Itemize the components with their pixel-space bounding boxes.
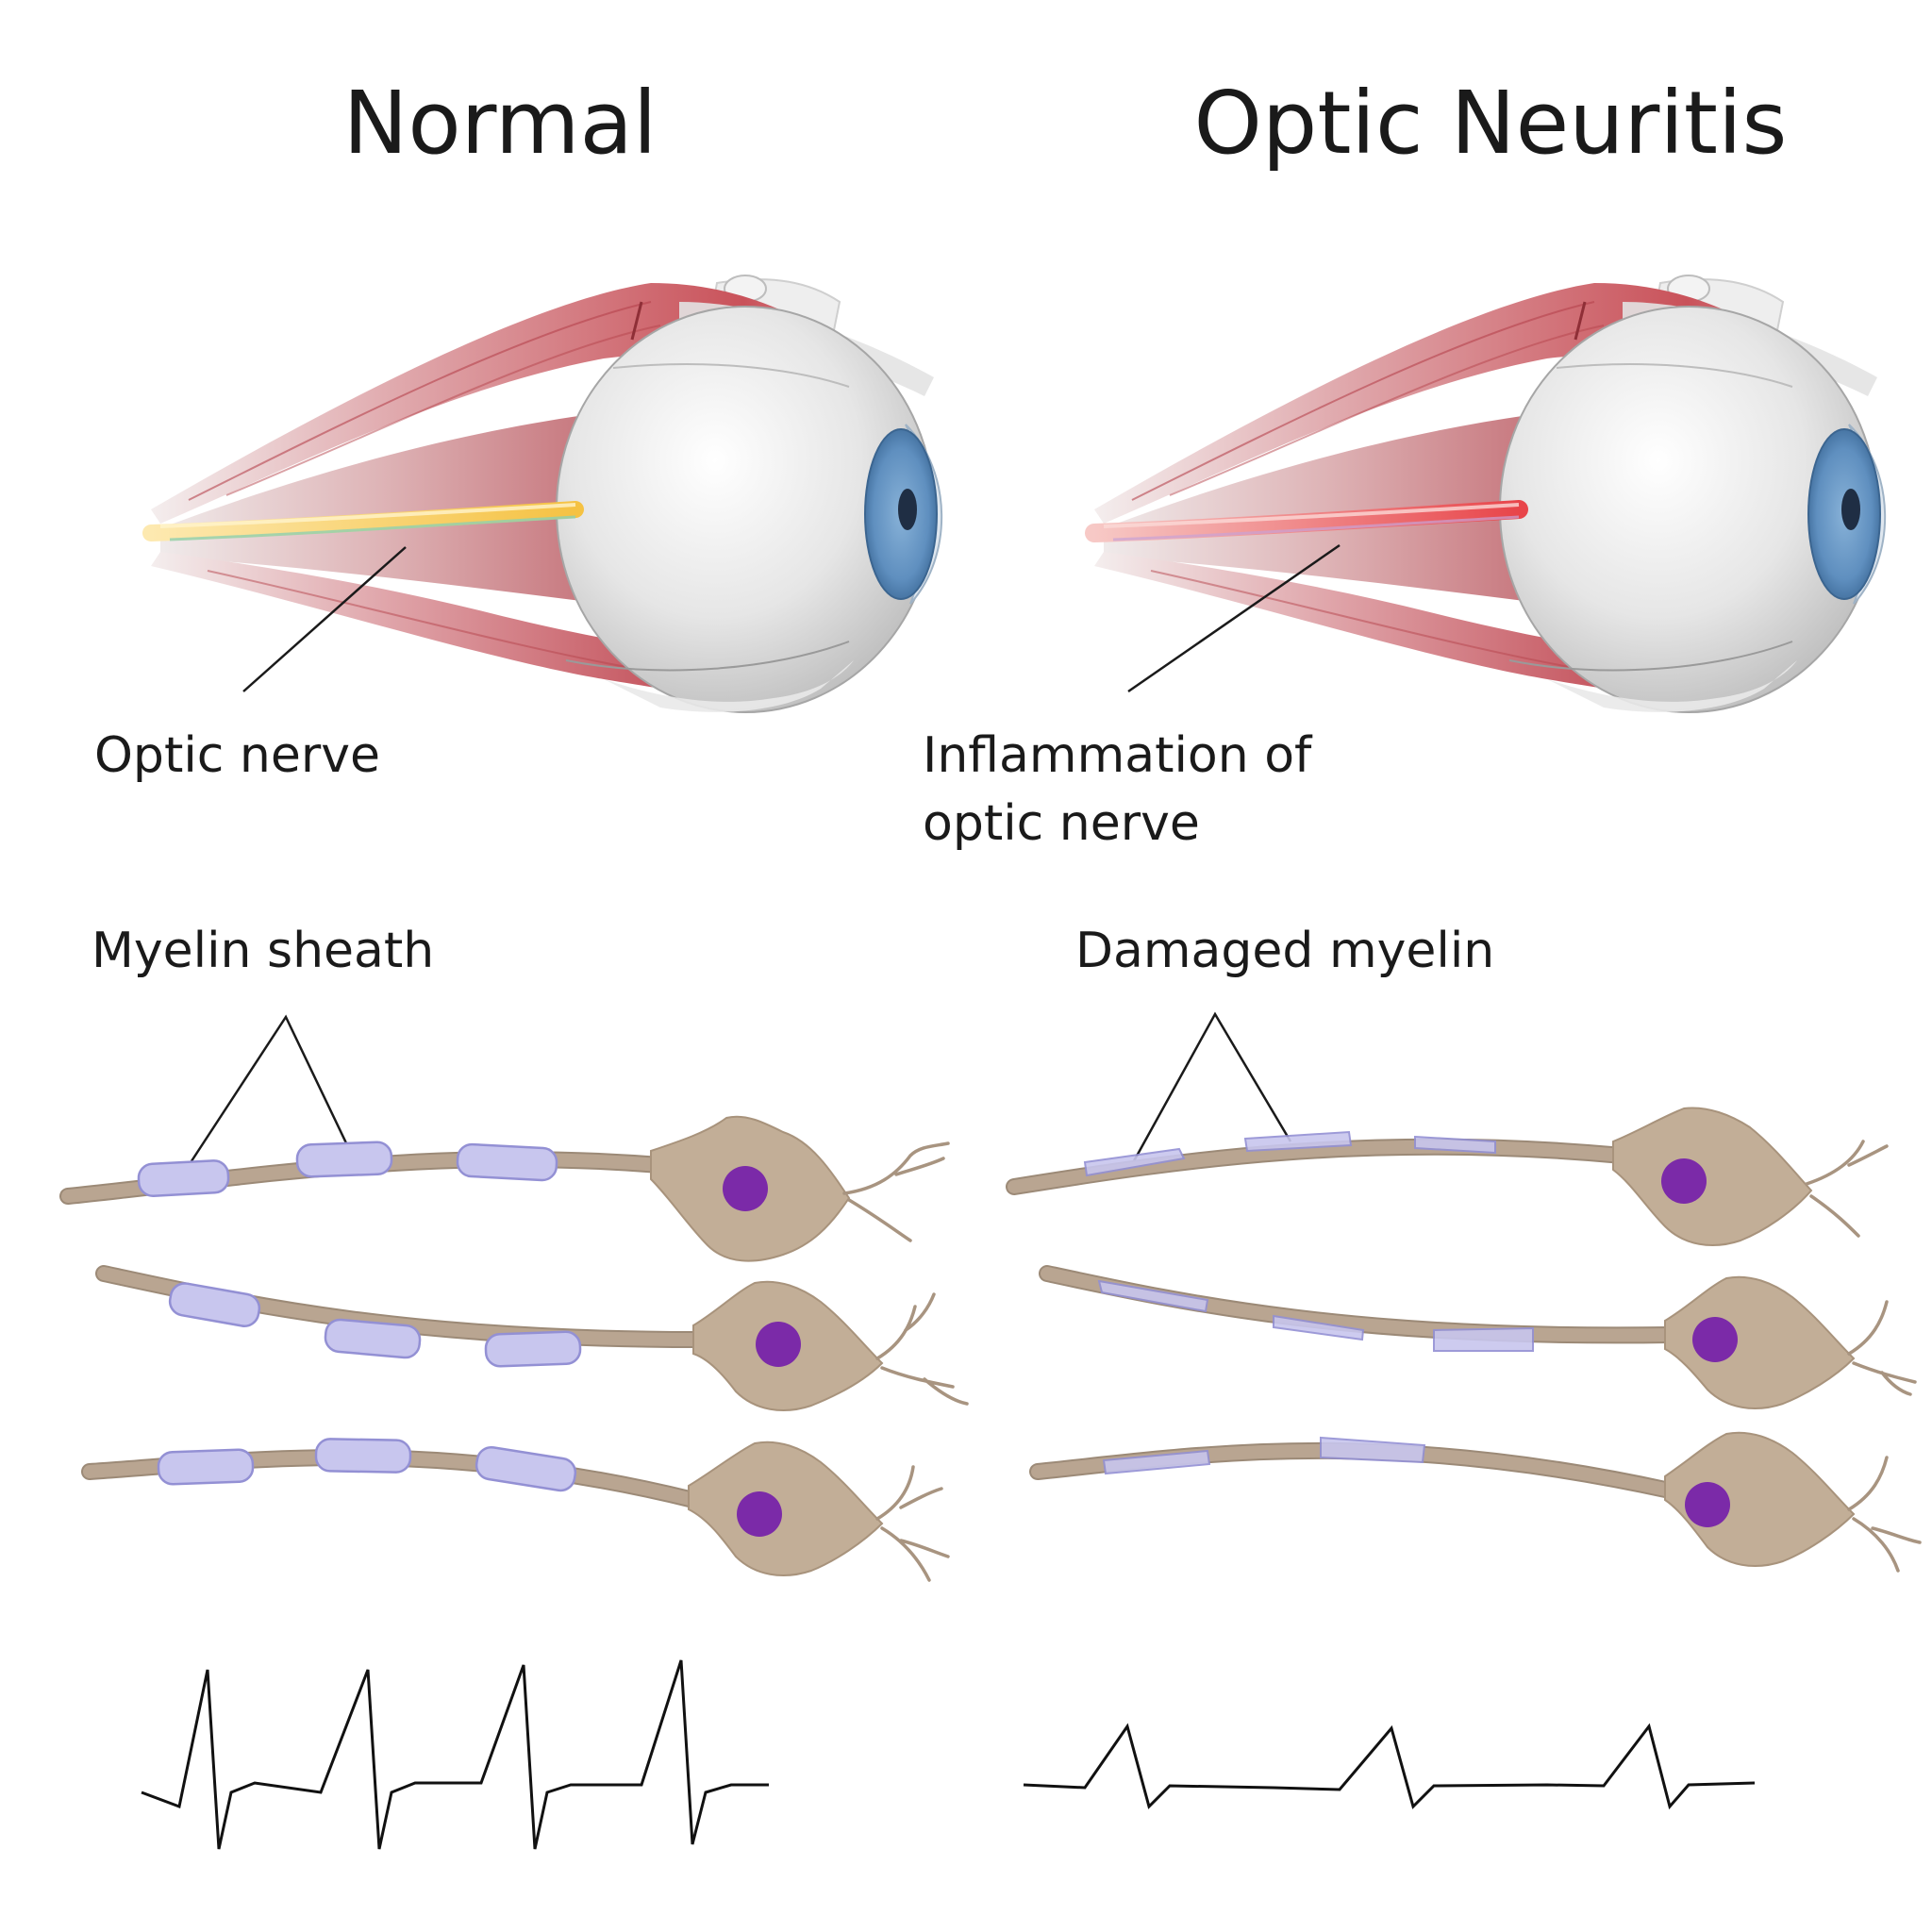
- optic-nerve-leader-line: [242, 546, 407, 692]
- inflamed-optic-nerve: [1085, 500, 1528, 542]
- inflammation-leader-line: [1127, 543, 1341, 693]
- healthy-neurons: [59, 1115, 969, 1582]
- title-optic-neuritis: Optic Neuritis: [1194, 73, 1788, 174]
- damaged-neuron-3: [1029, 1431, 1922, 1573]
- healthy-neuron-1: [59, 1115, 950, 1262]
- title-normal: Normal: [343, 73, 658, 174]
- healthy-optic-nerve: [142, 501, 584, 541]
- damaged-neuron-1: [1006, 1107, 1889, 1246]
- normal-eye-illustration: [142, 274, 943, 714]
- damaged-signal-trace: [1023, 1723, 1756, 1810]
- healthy-neuron-2: [95, 1265, 969, 1411]
- label-myelin-sheath: Myelin sheath: [92, 923, 434, 979]
- myelin-sheath-leader-lines: [184, 1014, 351, 1171]
- damaged-neuron-2: [1039, 1265, 1917, 1409]
- inflamed-eye-illustration: [1085, 274, 1887, 714]
- label-optic-nerve: Optic nerve: [94, 727, 380, 784]
- label-inflammation-line2: optic nerve: [923, 795, 1200, 852]
- healthy-neuron-3: [81, 1438, 950, 1582]
- damaged-neurons: [1006, 1107, 1922, 1573]
- damaged-myelin-leader-lines: [1128, 1011, 1292, 1169]
- label-inflammation-line1: Inflammation of: [923, 727, 1313, 784]
- normal-signal-trace: [141, 1659, 769, 1850]
- label-damaged-myelin: Damaged myelin: [1075, 923, 1494, 979]
